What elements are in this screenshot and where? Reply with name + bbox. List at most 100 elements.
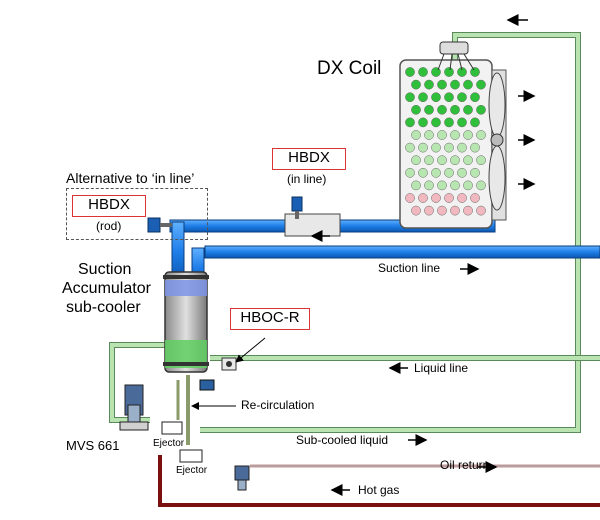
coil-tube xyxy=(437,79,447,90)
coil-tube xyxy=(405,193,415,203)
coil-tube xyxy=(424,79,434,90)
coil-tube xyxy=(450,180,460,191)
coil-tube xyxy=(405,92,415,103)
coil-tube xyxy=(437,104,447,115)
coil-tube xyxy=(405,67,415,77)
coil-tube xyxy=(418,117,428,128)
coil-tube xyxy=(457,92,467,103)
coil-tube xyxy=(476,155,486,166)
hbdx-rod-label-box: HBDX xyxy=(72,195,146,217)
coil-tube xyxy=(444,167,454,178)
coil-tube xyxy=(437,205,447,216)
subcooled-liquid-label: Sub-cooled liquid xyxy=(296,433,389,447)
hbdx-rod-sensor xyxy=(147,217,172,233)
coil-tube xyxy=(450,155,460,166)
coil-tube xyxy=(431,167,441,178)
coil-tube xyxy=(470,67,480,77)
ejector-1-label: Ejector xyxy=(153,438,185,449)
coil-tube xyxy=(444,142,454,153)
ejector-2-label: Ejector xyxy=(176,465,208,476)
coil-tube xyxy=(463,104,473,115)
coil-tube xyxy=(424,180,434,191)
coil-tube xyxy=(470,92,480,103)
coil-tube xyxy=(470,142,480,153)
hbdx-rod-sub: (rod) xyxy=(96,219,122,233)
coil-tube xyxy=(405,142,415,153)
coil-tube xyxy=(444,92,454,103)
coil-tube xyxy=(411,180,421,191)
accumulator-label-2: Accumulator xyxy=(62,280,151,297)
hboc-r-sensor xyxy=(199,357,237,391)
mvs-661-valve xyxy=(119,384,149,431)
coil-tube xyxy=(444,117,454,128)
coil-tube xyxy=(463,155,473,166)
ejector-1 xyxy=(161,421,183,435)
accumulator-label-1: Suction xyxy=(78,261,132,278)
hbdx-rod-label: HBDX xyxy=(88,196,130,213)
coil-tube xyxy=(450,79,460,90)
coil-tube xyxy=(411,155,421,166)
dx-coil-title: DX Coil xyxy=(317,58,382,79)
coil-tube xyxy=(444,193,454,203)
hbdx-inline-sub: (in line) xyxy=(287,172,327,186)
suction-accumulator-vessel xyxy=(163,271,209,373)
oil-return-valve xyxy=(234,465,250,491)
coil-tube xyxy=(476,79,486,90)
alternative-box xyxy=(66,188,208,240)
oil-return-label: Oil return xyxy=(440,458,490,472)
coil-tube xyxy=(424,205,434,216)
coil-tube xyxy=(431,92,441,103)
coil-tube xyxy=(463,180,473,191)
coil-tube xyxy=(437,130,447,140)
coil-tube xyxy=(431,117,441,128)
coil-tube xyxy=(470,193,480,203)
coil-tube xyxy=(411,130,421,140)
accumulator-label-3: sub-cooler xyxy=(66,299,141,316)
recirculation-label: Re-circulation xyxy=(241,398,315,412)
coil-tube xyxy=(457,193,467,203)
coil-tube xyxy=(411,79,421,90)
coil-tubes xyxy=(405,67,486,216)
hbdx-inline-label-box: HBDX xyxy=(272,148,346,170)
coil-tube xyxy=(424,104,434,115)
coil-tube xyxy=(411,104,421,115)
coil-tube xyxy=(418,142,428,153)
coil-tube xyxy=(457,117,467,128)
coil-distributor xyxy=(437,41,475,71)
coil-tube xyxy=(450,130,460,140)
alternative-label: Alternative to ‘in line’ xyxy=(66,170,195,186)
coil-tube xyxy=(437,155,447,166)
hboc-r-label-box: HBOC-R xyxy=(230,308,310,330)
coil-tube xyxy=(450,205,460,216)
coil-tube xyxy=(463,205,473,216)
suction-line-pipe xyxy=(169,219,600,289)
mvs-661-label: MVS 661 xyxy=(66,438,120,453)
ejector-2 xyxy=(179,449,203,463)
hboc-r-label: HBOC-R xyxy=(240,309,300,326)
coil-fan xyxy=(488,72,506,211)
coil-tube xyxy=(463,79,473,90)
coil-tube xyxy=(424,130,434,140)
liquid-line-label: Liquid line xyxy=(414,361,469,375)
hbdx-inline-sensor xyxy=(284,196,341,237)
coil-tube xyxy=(444,67,454,77)
coil-tube xyxy=(424,155,434,166)
coil-tube xyxy=(437,180,447,191)
coil-tube xyxy=(411,205,421,216)
coil-tube xyxy=(418,92,428,103)
hot-gas-pipe xyxy=(158,455,600,507)
coil-tube xyxy=(431,193,441,203)
coil-tube xyxy=(457,167,467,178)
hot-gas-label: Hot gas xyxy=(358,483,400,497)
coil-tube xyxy=(431,142,441,153)
hbdx-inline-label: HBDX xyxy=(288,149,330,166)
coil-tube xyxy=(476,130,486,140)
coil-tube xyxy=(418,167,428,178)
coil-tube xyxy=(457,67,467,77)
coil-tube xyxy=(476,104,486,115)
coil-tube xyxy=(418,67,428,77)
coil-tube xyxy=(470,167,480,178)
coil-tube xyxy=(463,130,473,140)
